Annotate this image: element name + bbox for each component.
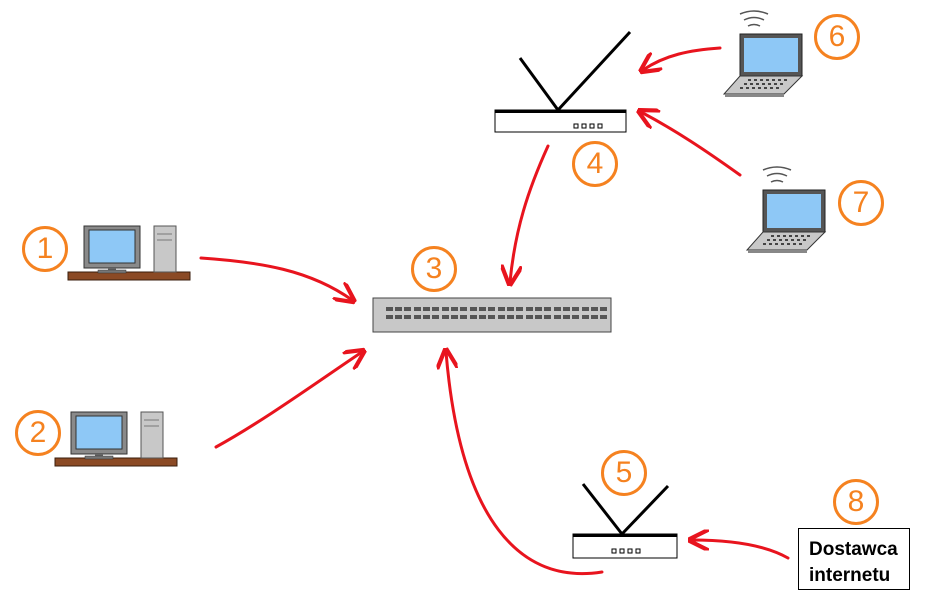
isp-box: Dostawca internetu (798, 528, 910, 590)
badge-8: 8 (833, 479, 879, 525)
arrow-laptop1-to-ap (643, 46, 722, 70)
arrow-pc2-to-switch (214, 352, 362, 449)
laptop-1-icon (723, 10, 803, 98)
badge-4: 4 (572, 141, 618, 187)
badge-7: 7 (838, 180, 884, 226)
desktop-pc-1-icon (67, 225, 191, 281)
desktop-pc-2-icon (54, 411, 178, 467)
arrow-isp-to-router (692, 540, 790, 560)
arrow-ap-to-switch (510, 144, 550, 282)
badge-5: 5 (601, 450, 647, 496)
badge-3: 3 (411, 246, 457, 292)
arrow-router-to-switch (446, 352, 604, 575)
arrow-laptop2-to-ap (641, 112, 742, 177)
badge-6: 6 (814, 14, 860, 60)
badge-1: 1 (22, 226, 68, 272)
access-point-icon (494, 30, 632, 133)
badge-2: 2 (15, 410, 61, 456)
arrow-pc1-to-switch (199, 256, 352, 300)
modem-router-icon (572, 483, 678, 559)
laptop-2-icon (746, 166, 826, 254)
network-switch-icon (372, 297, 612, 333)
